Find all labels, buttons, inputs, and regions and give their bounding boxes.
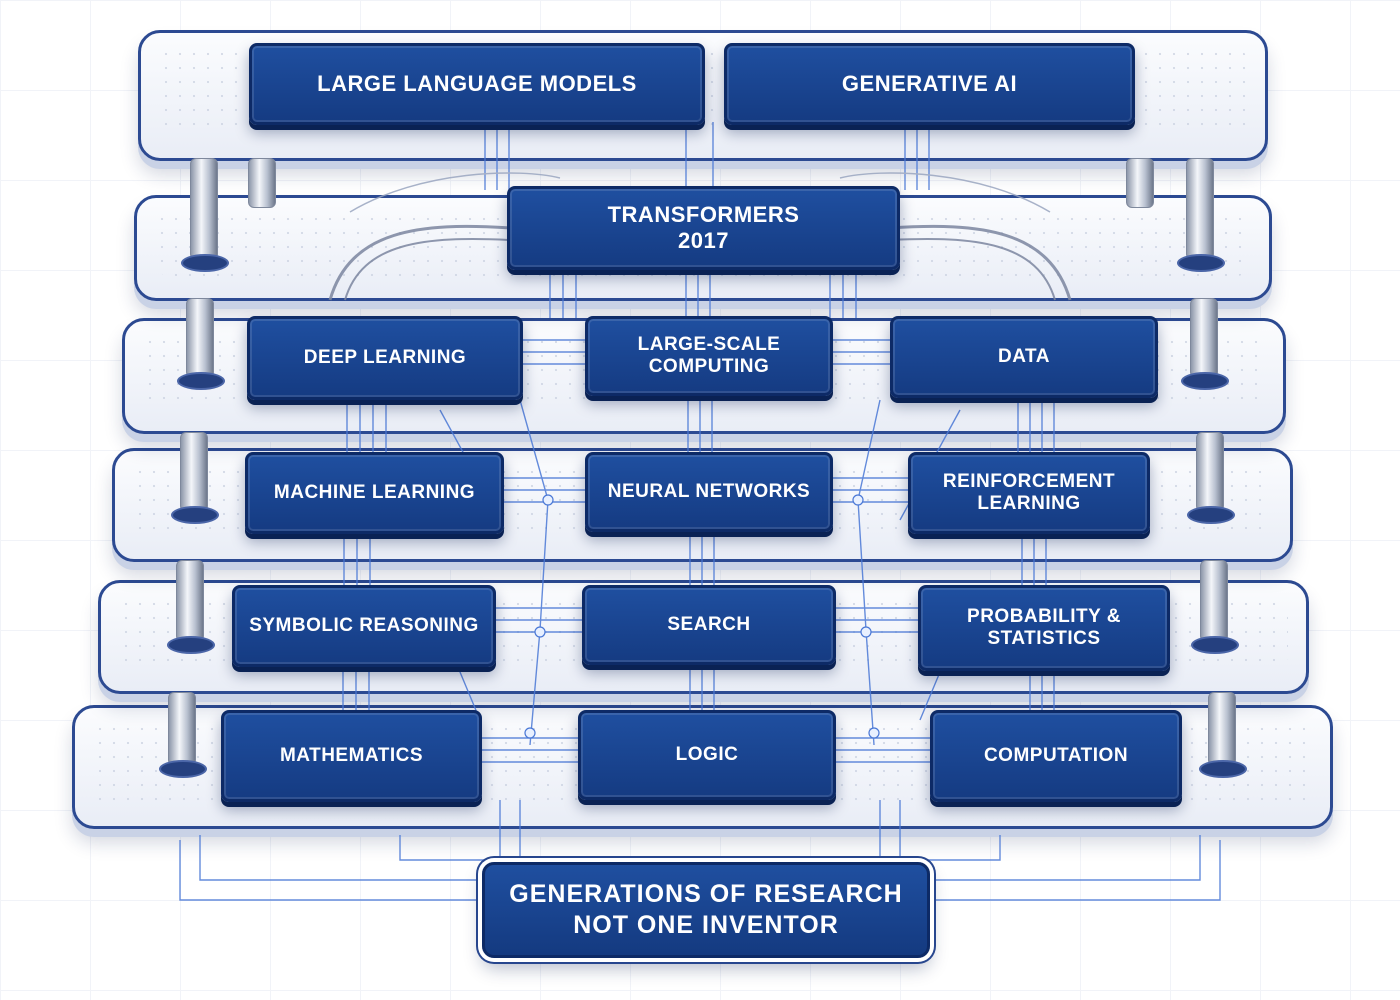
pillar-foot: [167, 636, 215, 654]
footer-caption: GENERATIONS OF RESEARCH NOT ONE INVENTOR: [482, 862, 930, 958]
pillar-foot: [1191, 636, 1239, 654]
box-probability-statistics: PROBABILITY & STATISTICS: [918, 585, 1170, 671]
box-mathematics: MATHEMATICS: [221, 710, 482, 802]
pillar-foot: [1199, 760, 1247, 778]
box-symbolic-reasoning: SYMBOLIC REASONING: [232, 585, 496, 667]
box-deep-learning: DEEP LEARNING: [247, 316, 523, 400]
pillar-foot: [177, 372, 225, 390]
pillar-foot: [1177, 254, 1225, 272]
box-large-language-models: LARGE LANGUAGE MODELS: [249, 43, 705, 125]
box-reinforcement-learning: REINFORCEMENT LEARNING: [908, 452, 1150, 534]
box-large-scale-computing: LARGE-SCALE COMPUTING: [585, 316, 833, 396]
pillar-foot: [159, 760, 207, 778]
box-neural-networks: NEURAL NETWORKS: [585, 452, 833, 532]
pillar: [1196, 432, 1224, 512]
pillar: [1126, 158, 1154, 208]
pillar-foot: [1187, 506, 1235, 524]
pillar: [1200, 560, 1228, 642]
footer-line-1: GENERATIONS OF RESEARCH: [509, 879, 903, 908]
pillar: [168, 692, 196, 766]
box-logic: LOGIC: [578, 710, 836, 800]
box-machine-learning: MACHINE LEARNING: [245, 452, 504, 534]
footer-line-2: NOT ONE INVENTOR: [573, 911, 839, 939]
pillar-foot: [1181, 372, 1229, 390]
pillar: [186, 298, 214, 378]
box-data: DATA: [890, 316, 1158, 398]
pillar: [1208, 692, 1236, 766]
pillar: [190, 158, 218, 260]
pillar: [248, 158, 276, 208]
pillar-foot: [171, 506, 219, 524]
box-search: SEARCH: [582, 585, 836, 665]
pillar: [180, 432, 208, 512]
box-computation: COMPUTATION: [930, 710, 1182, 802]
pillar: [1190, 298, 1218, 378]
box-transformers-2017: TRANSFORMERS 2017: [507, 186, 900, 270]
pillar-foot: [181, 254, 229, 272]
box-generative-ai: GENERATIVE AI: [724, 43, 1135, 125]
pillar: [176, 560, 204, 642]
pillar: [1186, 158, 1214, 260]
